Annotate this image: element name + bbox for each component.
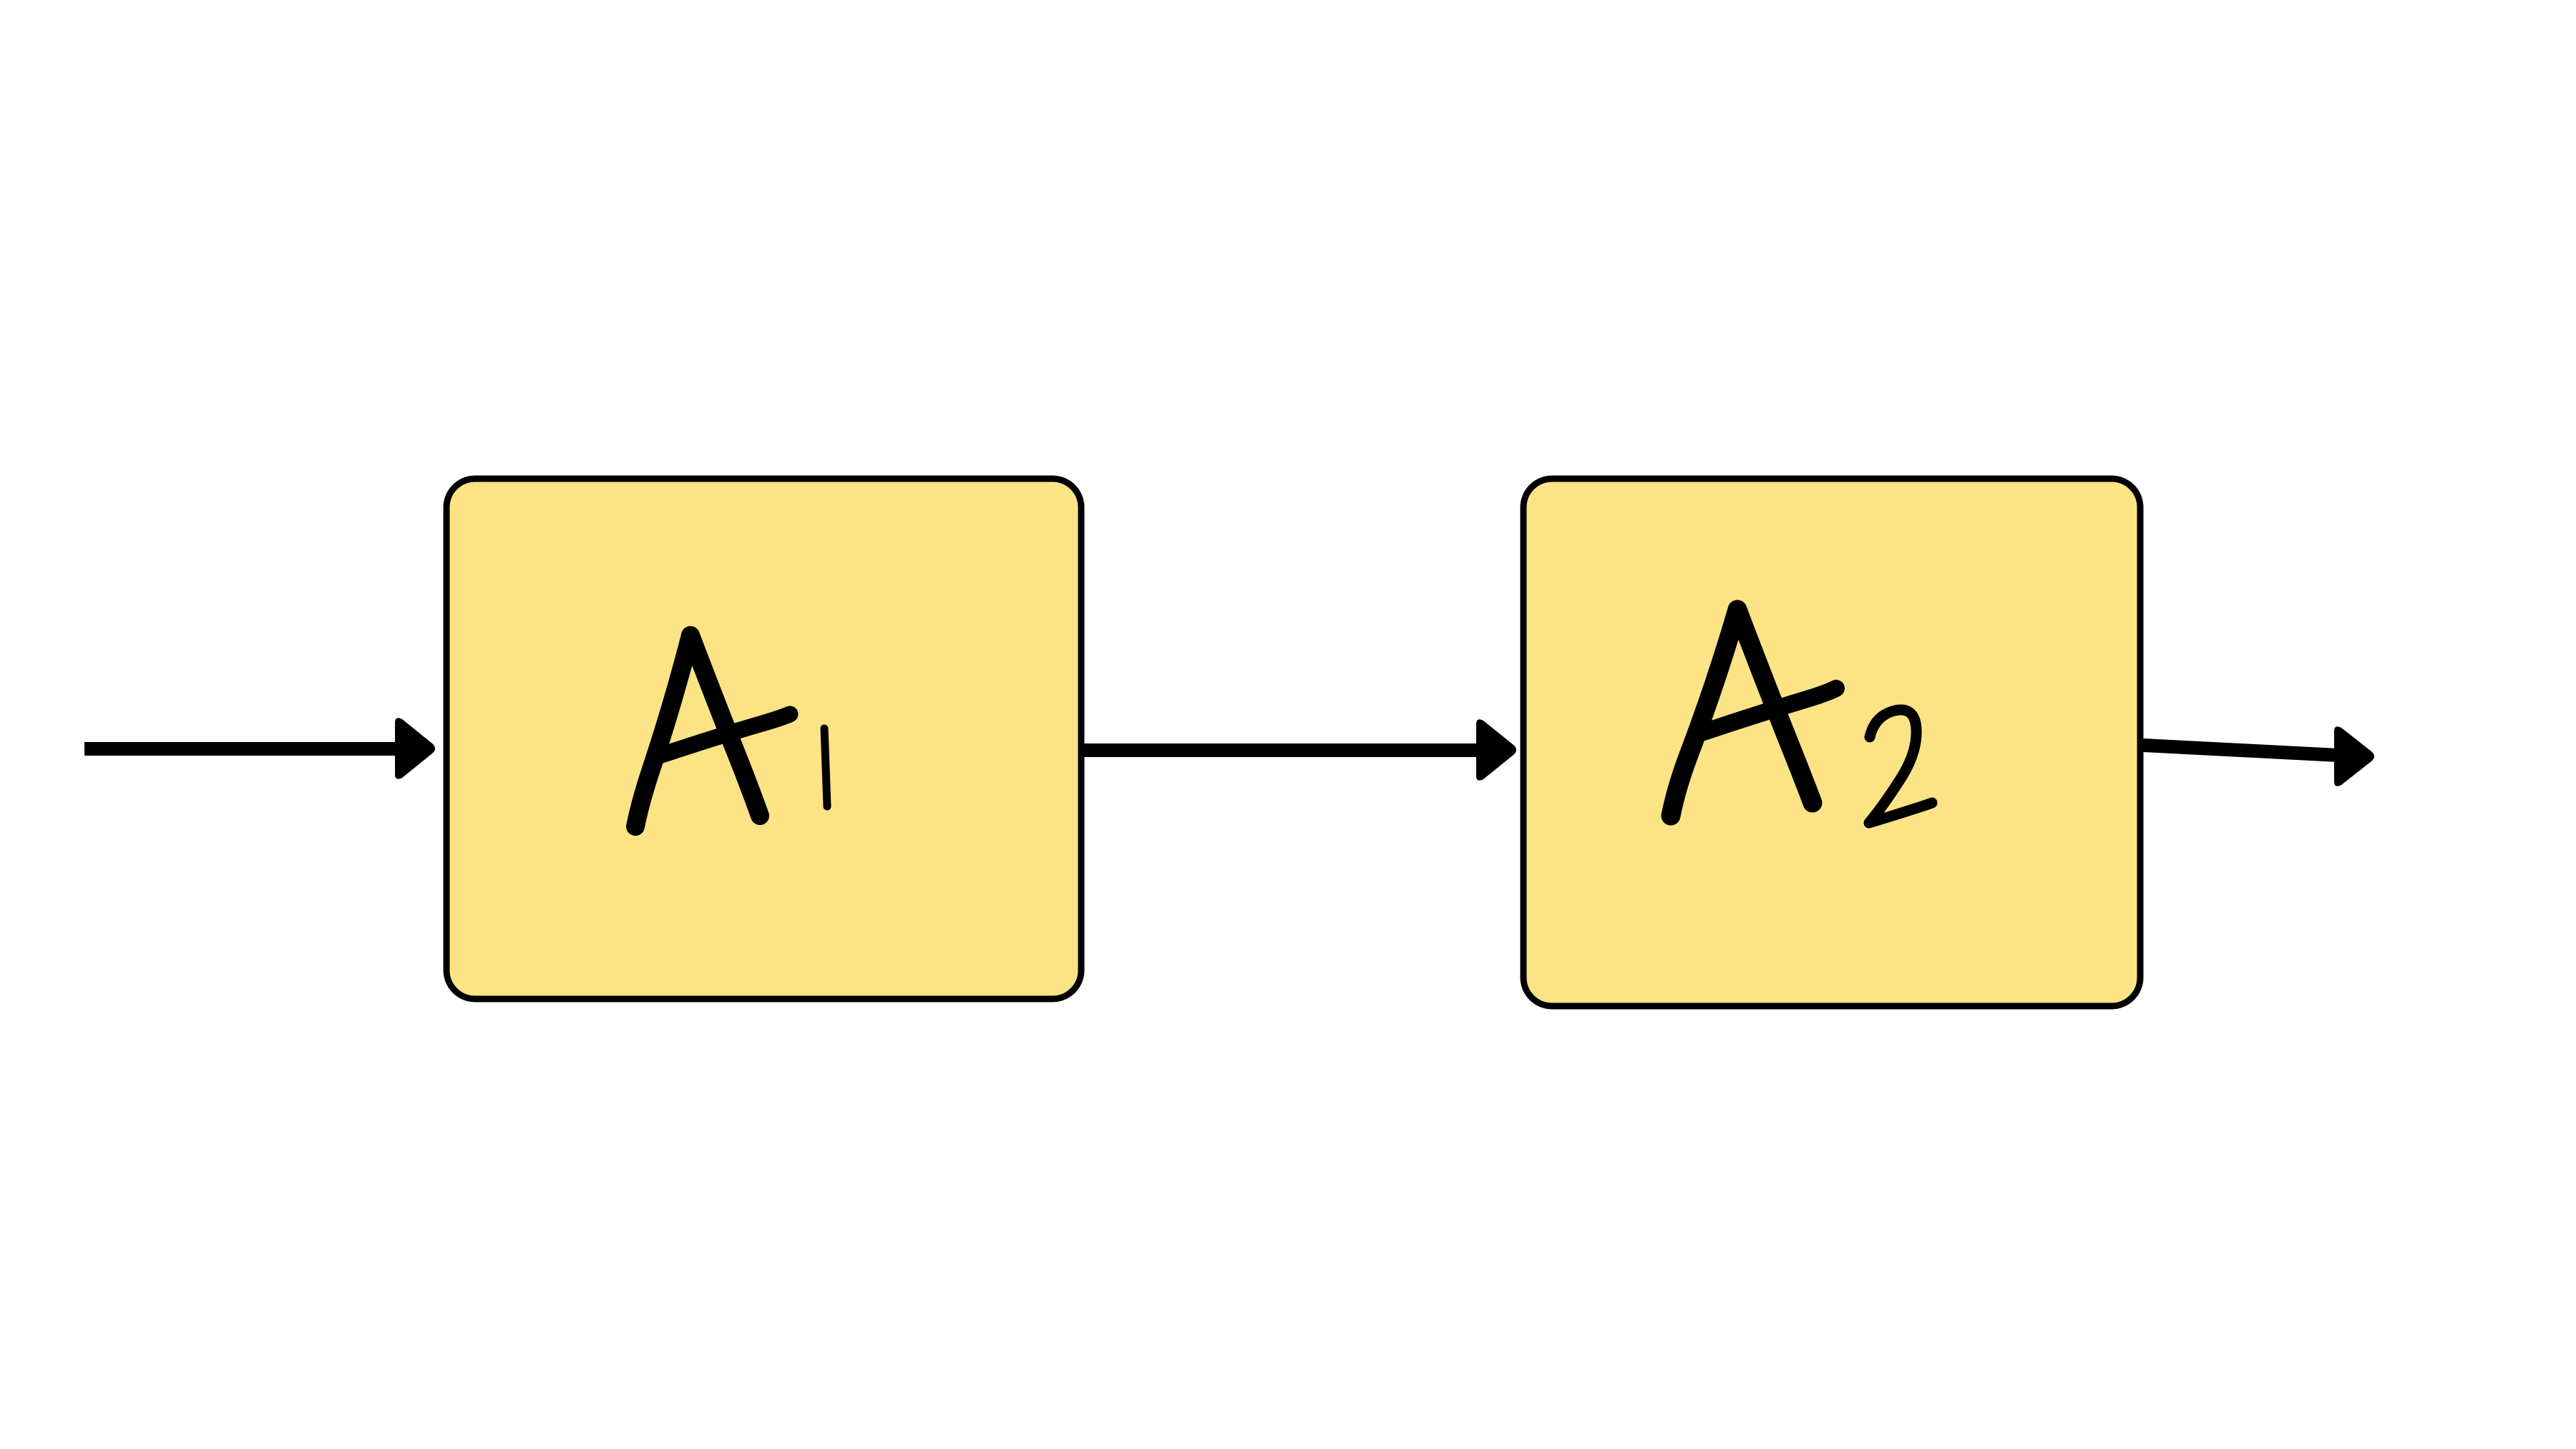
- node-a1-label-glyph: [626, 626, 799, 836]
- output-arrow: [2143, 726, 2374, 786]
- node-a1-subscript-glyph: [820, 724, 831, 811]
- node-a2-label-glyph: [1661, 600, 1845, 826]
- a1-to-a2-arrow-line: [1071, 743, 1481, 757]
- node-a2-box[interactable]: [1520, 475, 2144, 1010]
- a1-to-a2-arrow-head: [1476, 719, 1516, 781]
- output-arrow-head: [2334, 726, 2374, 786]
- node-a1[interactable]: A1: [443, 475, 1085, 1002]
- output-arrow-line: [2143, 738, 2338, 762]
- node-a2[interactable]: A2: [1520, 475, 2144, 1010]
- a1-to-a2-arrow: [1071, 719, 1516, 781]
- node-a2-subscript-glyph: [1863, 704, 1938, 829]
- node-a1-box[interactable]: [443, 475, 1085, 1002]
- input-arrow-head: [395, 718, 435, 779]
- input-arrow: [84, 718, 435, 779]
- input-arrow-line: [84, 742, 399, 756]
